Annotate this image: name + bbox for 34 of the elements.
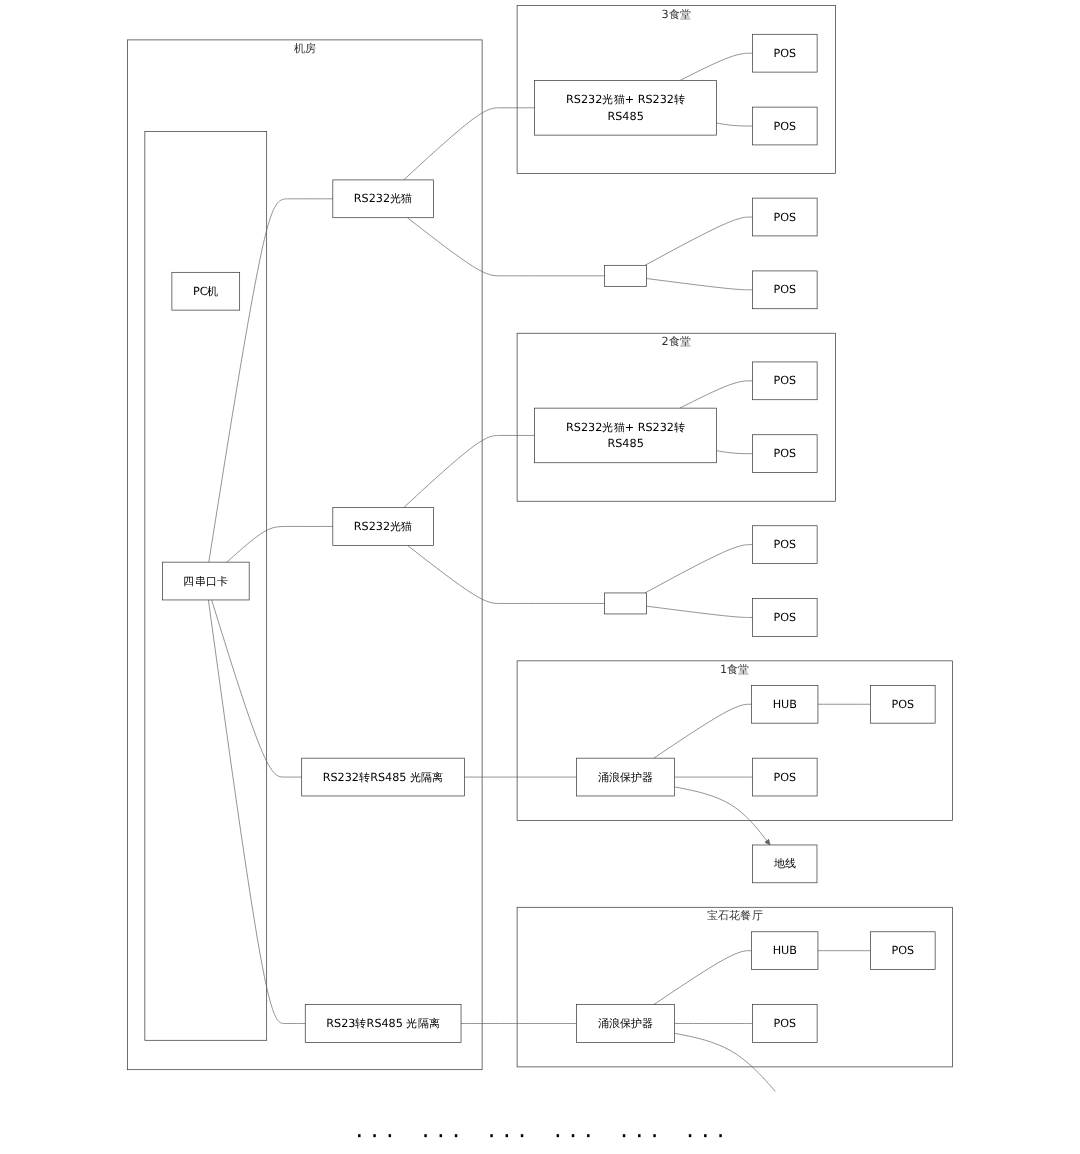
ellipsis-text: · · · [686, 1122, 725, 1150]
ellipsis-text: · · · [355, 1122, 394, 1150]
ellipsis-text: · · · [421, 1122, 460, 1150]
connector [716, 450, 753, 454]
connector [460, 1023, 577, 1024]
connector [211, 599, 303, 778]
connector [653, 950, 752, 1005]
connector [679, 380, 753, 409]
connector [403, 435, 535, 508]
connector [407, 545, 605, 604]
connector [817, 703, 871, 705]
connector [226, 526, 334, 563]
connector [407, 217, 605, 277]
connector [403, 107, 535, 181]
connector [674, 776, 753, 778]
connector [208, 198, 334, 563]
connector [644, 216, 753, 266]
cluster [144, 131, 268, 1041]
connector [674, 1032, 776, 1092]
connector [674, 1023, 753, 1024]
connector [646, 278, 753, 291]
ellipsis-text: · · · [620, 1122, 659, 1150]
ellipsis-text: · · · [554, 1122, 593, 1150]
connector [716, 122, 753, 127]
node-box [604, 592, 647, 615]
connector [817, 950, 871, 952]
connector [653, 703, 752, 759]
connector [644, 544, 753, 594]
ellipsis-text: · · · [487, 1122, 526, 1150]
connector [679, 52, 753, 81]
node-box [604, 264, 647, 287]
connector [208, 599, 306, 1024]
connector [464, 776, 577, 778]
connector [646, 605, 753, 618]
